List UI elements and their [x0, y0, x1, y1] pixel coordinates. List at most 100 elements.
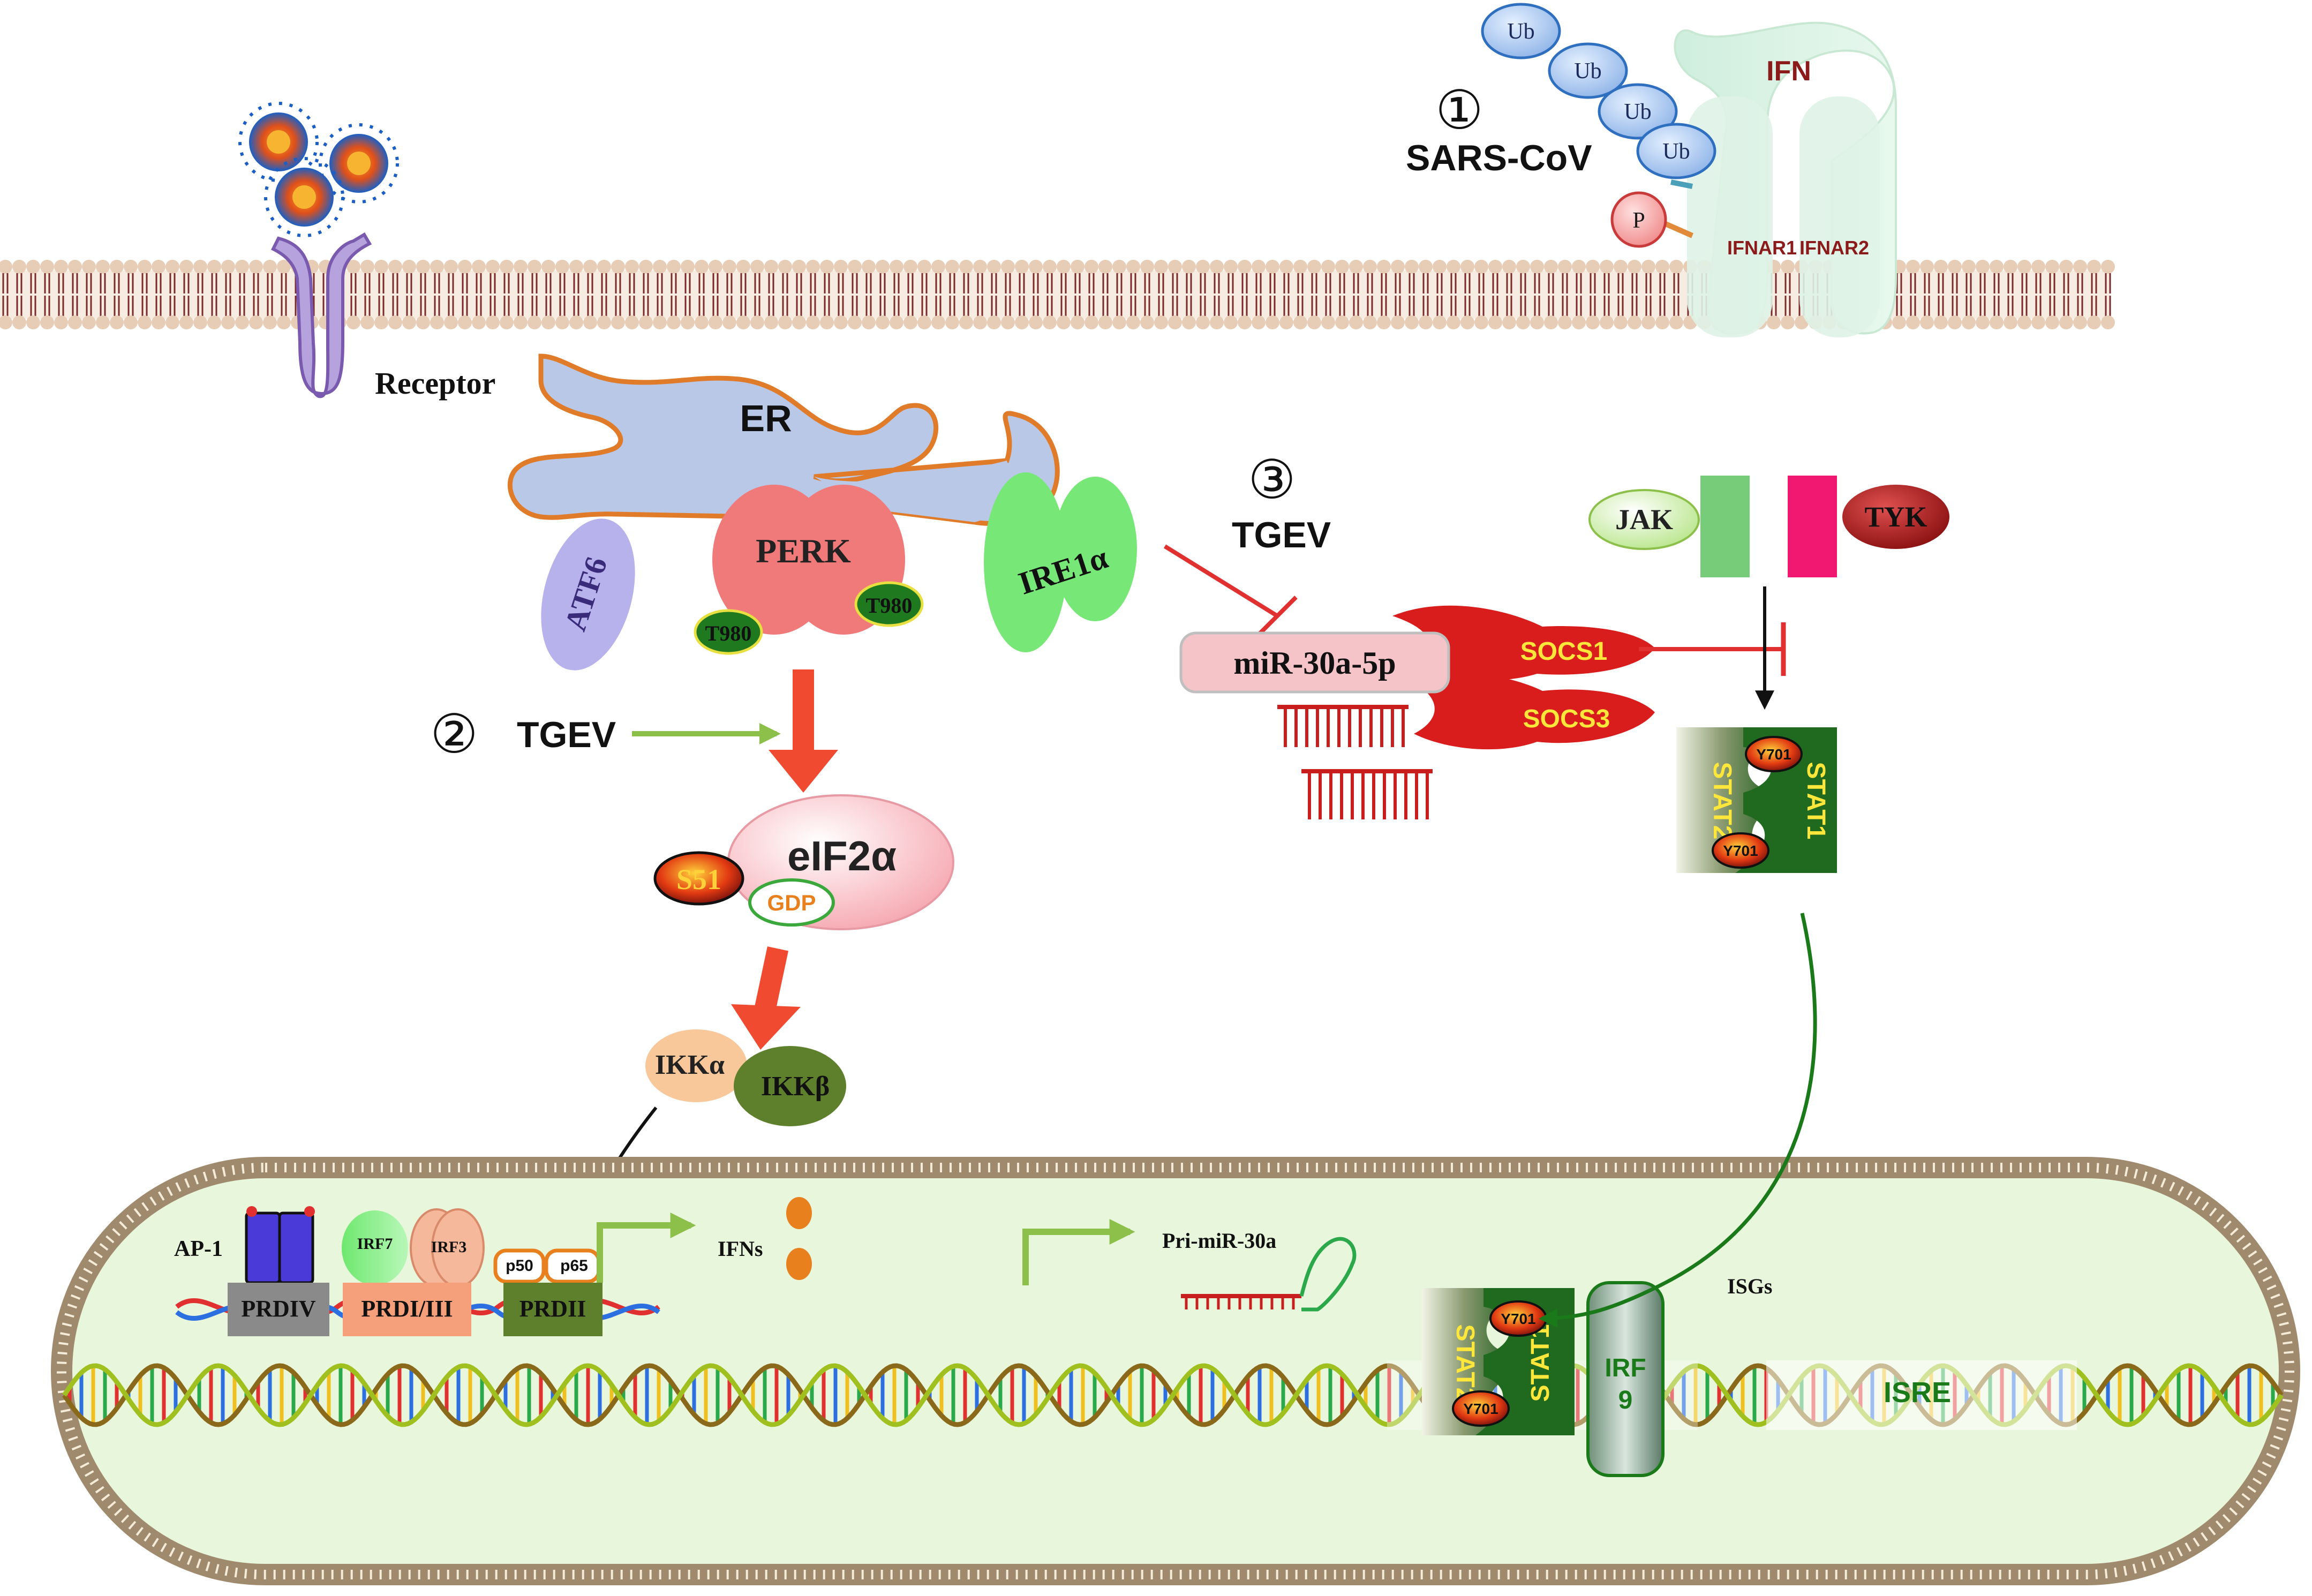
lipid-tail	[1074, 273, 1081, 293]
lipid-tail	[364, 296, 371, 316]
lipid-tail	[1172, 296, 1178, 316]
lipid-head-inner	[667, 315, 681, 329]
lipid-head-inner	[179, 315, 193, 329]
lipid-tail	[127, 296, 134, 316]
lipid-tail	[545, 296, 552, 316]
lipid-tail	[2063, 273, 2069, 293]
lipid-tail	[657, 273, 663, 293]
lipid-head-outer	[1098, 260, 1112, 274]
lipid-tail	[865, 296, 872, 316]
lipid-tail	[378, 296, 385, 316]
lipid-tail	[963, 273, 969, 293]
lipid-head-inner	[514, 315, 528, 329]
lipid-head-inner	[931, 315, 945, 329]
lipid-tail	[1993, 273, 2000, 293]
irf9-label-line1: IRF	[1605, 1354, 1646, 1382]
lipid-head-inner	[1363, 315, 1377, 329]
lipid-head-outer	[1057, 260, 1071, 274]
lipid-head-outer	[458, 260, 472, 274]
lipid-tail	[114, 296, 120, 316]
lipid-head-inner	[1767, 315, 1781, 329]
lipid-tail	[754, 273, 760, 293]
lipid-head-outer	[500, 260, 514, 274]
lipid-tail	[657, 296, 663, 316]
lipid-tail	[1116, 273, 1123, 293]
lipid-head-outer	[1572, 260, 1586, 274]
lipid-tail	[2035, 273, 2042, 293]
lipid-head-inner	[82, 315, 96, 329]
lipid-head-inner	[695, 315, 709, 329]
lipid-head-inner	[2045, 315, 2059, 329]
lipid-tail	[1130, 273, 1136, 293]
lipid-tail	[1520, 296, 1526, 316]
lipid-tail	[1422, 296, 1429, 316]
ifn-molecule-icon	[786, 1197, 812, 1229]
jak-protein	[1588, 489, 1700, 550]
lipid-head-outer	[277, 260, 291, 274]
lipid-head-outer	[1405, 260, 1419, 274]
lipid-tail	[1576, 296, 1582, 316]
lipid-head-outer	[68, 260, 82, 274]
lipid-tail	[489, 273, 496, 293]
lipid-tail	[1520, 273, 1526, 293]
ifn-transcription-arrow	[597, 1213, 696, 1283]
lipid-tail	[127, 273, 134, 293]
primir-label: Pri-miR-30a	[1162, 1229, 1276, 1253]
lipid-tail	[559, 273, 566, 293]
lipid-head-inner	[528, 315, 541, 329]
lipid-head-inner	[1043, 315, 1057, 329]
lipid-tail	[935, 296, 942, 316]
lipid-head-outer	[611, 260, 625, 274]
lipid-tail	[1576, 273, 1582, 293]
lipid-head-inner	[221, 315, 235, 329]
lipid-tail	[1074, 296, 1081, 316]
lipid-head-inner	[40, 315, 54, 329]
ub-bead	[1598, 83, 1678, 140]
lipid-tail	[2021, 296, 2028, 316]
lipid-head-inner	[681, 315, 695, 329]
socs3-label: SOCS3	[1523, 705, 1610, 733]
lipid-tail	[1046, 273, 1053, 293]
lipid-head-outer	[1906, 260, 1920, 274]
lipid-head-inner	[1349, 315, 1363, 329]
ub-bead	[1636, 123, 1716, 179]
lipid-tail	[1381, 296, 1387, 316]
lipid-tail	[1311, 296, 1317, 316]
lipid-tail	[392, 273, 398, 293]
lipid-head-outer	[1488, 260, 1502, 274]
lipid-tail	[1924, 273, 1930, 293]
ap1-label: AP-1	[174, 1237, 223, 1261]
lipid-head-inner	[1600, 315, 1614, 329]
lipid-tail	[601, 296, 607, 316]
jak-receptor-bar	[1700, 476, 1750, 577]
lipid-head-inner	[973, 315, 987, 329]
lipid-tail	[1241, 296, 1248, 316]
lipid-head-outer	[1321, 260, 1335, 274]
lipid-head-outer	[235, 260, 249, 274]
lipid-tail	[698, 273, 705, 293]
lipid-tail	[86, 296, 92, 316]
lipid-tail	[378, 273, 385, 293]
lipid-head-inner	[834, 315, 848, 329]
lipid-head-inner	[778, 315, 792, 329]
lipid-head-inner	[2101, 315, 2115, 329]
lipid-tail	[740, 296, 747, 316]
lipid-head-inner	[2031, 315, 2045, 329]
stat1-label-cyto: STAT1	[1802, 762, 1830, 840]
lipid-head-inner	[848, 315, 862, 329]
y701-bottom-badge-cyto	[1712, 832, 1769, 869]
lipid-tail	[1645, 273, 1652, 293]
lipid-tail	[58, 273, 64, 293]
lipid-tail	[852, 273, 858, 293]
lipid-tail	[1993, 296, 2000, 316]
lipid-head-inner	[2004, 315, 2017, 329]
lipid-tail	[114, 273, 120, 293]
lipid-tail	[462, 273, 468, 293]
lipid-head-inner	[430, 315, 444, 329]
lipid-head-outer	[1558, 260, 1572, 274]
lipid-tail	[44, 296, 50, 316]
lipid-tail	[1046, 296, 1053, 316]
lipid-tail	[267, 273, 273, 293]
lipid-tail	[211, 296, 217, 316]
irf9-protein	[1586, 1281, 1665, 1477]
